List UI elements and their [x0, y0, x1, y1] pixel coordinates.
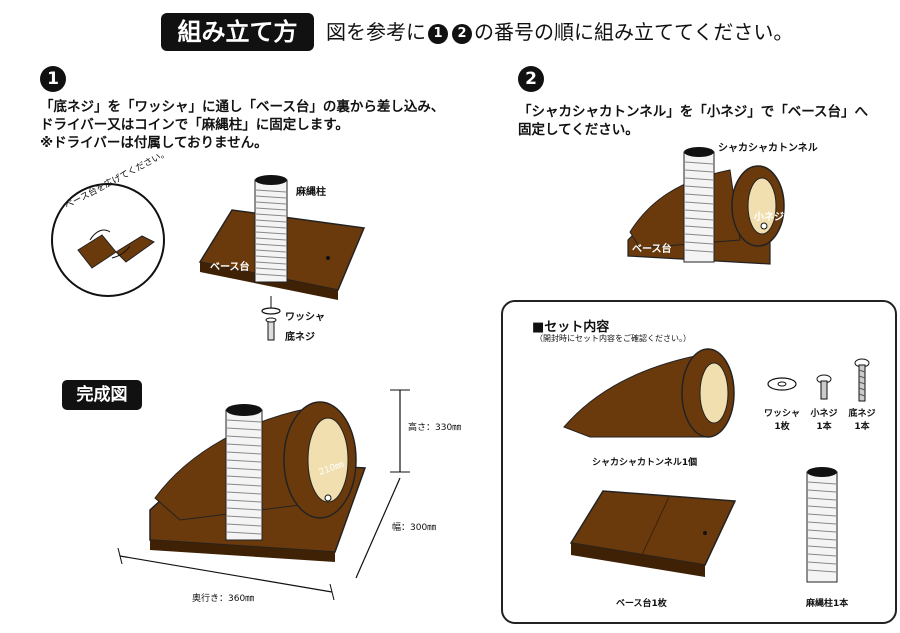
subtitle-text-before: 図を参考に [326, 20, 426, 44]
screw-label: 底ネジ [285, 332, 315, 343]
part-small-screw-label: 小ネジ 1本 [806, 406, 842, 432]
base-unfold-inset-illustration [51, 183, 165, 297]
washer-icon [767, 377, 797, 391]
part-small-screw-name: 小ネジ [810, 409, 838, 419]
step-2-line-2: 固定してください。 [518, 122, 639, 138]
step-1-line-1: 「底ネジ」を「ワッシャ」に通し「ベース台」の裏から差し込み、 [40, 99, 445, 115]
step-1-assembly-illustration [198, 175, 366, 341]
part-base-illustration [569, 490, 737, 577]
subtitle-text-after: の番号の順に組み立ててください。 [474, 20, 794, 44]
dimension-height: 高さ：330㎜ [408, 423, 462, 433]
step-1-number: 1 [40, 66, 66, 92]
set-contents-title: ■セット内容 [532, 320, 610, 335]
part-washer-name: ワッシャ [764, 409, 801, 419]
part-bottom-screw-name: 底ネジ [848, 409, 876, 419]
bottom-screw-icon [854, 358, 870, 402]
completed-title: 完成図 [62, 380, 142, 410]
dimension-depth: 奥行き：360㎜ [192, 594, 255, 604]
step-2-small-screw-label: 小ネジ [754, 212, 784, 223]
step-1-line-3: ※ドライバーは付属しておりません。 [40, 135, 268, 151]
step-1-pole-label: 麻縄柱 [296, 187, 326, 198]
dimension-width: 幅：300㎜ [392, 523, 437, 533]
part-pole-label: 麻縄柱1本 [806, 599, 849, 609]
part-washer-label: ワッシャ 1枚 [764, 406, 800, 432]
part-tunnel-illustration [563, 348, 735, 438]
small-screw-icon [816, 374, 832, 400]
part-washer-qty: 1枚 [774, 422, 790, 432]
part-bottom-screw-qty: 1本 [854, 422, 870, 432]
step-1-base-label: ベース台 [210, 262, 250, 273]
page-title: 組み立て方 [161, 13, 314, 51]
step-2-line-1: 「シャカシャカトンネル」を「小ネジ」で「ベース台」へ [518, 104, 869, 120]
part-base-label: ベース台1枚 [616, 599, 667, 609]
set-contents-panel [501, 300, 897, 624]
step-2-assembly-illustration [627, 147, 785, 265]
step-1-line-2: ドライバー又はコインで「麻縄柱」に固定します。 [40, 117, 349, 133]
step-2-number: 2 [518, 66, 544, 92]
part-small-screw-qty: 1本 [816, 422, 832, 432]
part-bottom-screw-label: 底ネジ 1本 [844, 406, 880, 432]
part-tunnel-label: シャカシャカトンネル1個 [592, 458, 698, 468]
washer-label: ワッシャ [285, 312, 325, 323]
completed-illustration [117, 389, 410, 601]
step-1-badge: 1 [428, 24, 448, 44]
step-2-badge: 2 [452, 24, 472, 44]
set-contents-note: （開封時にセット内容をご確認ください。） [535, 334, 691, 343]
part-pole-illustration [806, 467, 838, 583]
step-2-base-label: ベース台 [632, 244, 672, 255]
step-2-tunnel-label: シャカシャカトンネル [718, 143, 818, 154]
